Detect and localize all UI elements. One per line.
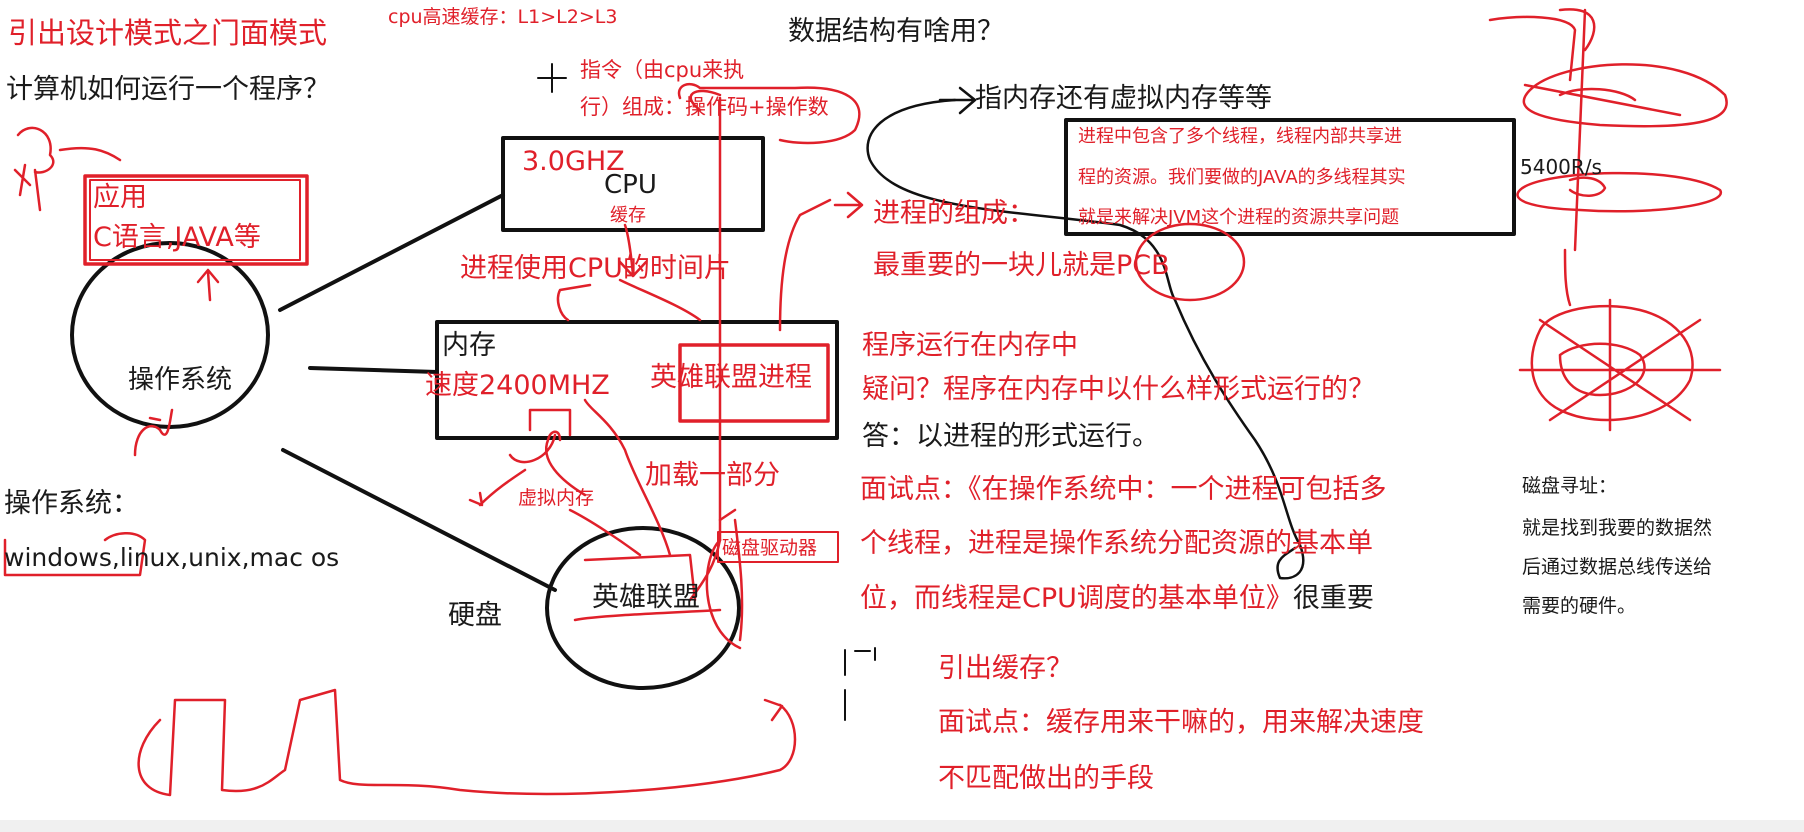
cpu-cache-order-note: cpu高速缓存：L1>L2>L3	[388, 6, 618, 28]
load-part-label: 加载一部分	[645, 460, 780, 491]
disk-inner-label: 英雄联盟	[592, 582, 700, 613]
disk-speed-label: 5400R/s	[1520, 155, 1602, 179]
interview-point-line3: 位，而线程是CPU调度的基本单位》很重要	[860, 583, 1374, 615]
interview-point-emphasis: 很重要	[1292, 583, 1374, 614]
memory-label: 内存	[442, 330, 496, 361]
question-how-computer-runs: 计算机如何运行一个程序？	[6, 74, 330, 105]
process-composition-pcb: 最重要的一块儿就是PCB	[873, 250, 1170, 281]
cache-section-line1: 面试点：缓存用来干嘛的，用来解决速度	[938, 707, 1424, 738]
interview-point-line3-text: 位，而线程是CPU调度的基本单位》	[860, 583, 1293, 614]
connector-lines	[278, 193, 557, 592]
bottom-strip	[0, 820, 1804, 832]
black-arrow-path	[866, 86, 1305, 580]
process-box-line3: 就是来解决JVM这个进程的资源共享问题	[1078, 207, 1400, 228]
cache-section-line2: 不匹配做出的手段	[938, 763, 1154, 794]
instruction-note-highlight: 操作码+操作数	[685, 95, 829, 119]
page-title: 引出设计模式之门面模式	[8, 16, 328, 50]
memory-includes-virtual-note: 指内存还有虚拟内存等等	[975, 83, 1272, 114]
process-timeslice-label: 进程使用CPU的时间片	[460, 253, 731, 284]
program-run-question: 疑问？程序在内存中以什么样形式运行的？	[862, 374, 1375, 405]
question-data-structure: 数据结构有啥用？	[788, 16, 1004, 47]
game-process-label: 英雄联盟进程	[650, 362, 812, 393]
program-run-answer: 答：以进程的形式运行。	[862, 421, 1159, 452]
interview-point-line2: 个线程，进程是操作系统分配资源的基本单	[860, 528, 1373, 559]
interview-point-line1: 面试点：《在操作系统中：一个进程可包括多	[860, 474, 1387, 505]
memory-box	[435, 320, 839, 440]
disk-driver-label: 磁盘驱动器	[722, 537, 818, 559]
disk-addressing-line2: 后通过数据总线传送给	[1522, 556, 1713, 578]
disk-addressing-title: 磁盘寻址：	[1522, 475, 1618, 497]
os-list: windows,linux,unix,mac os	[4, 543, 340, 572]
instruction-note-prefix: 行）组成：	[580, 95, 685, 119]
os-node	[70, 241, 270, 429]
process-composition-title: 进程的组成：	[873, 198, 1035, 229]
cpu-box	[501, 136, 765, 232]
cache-section-title: 引出缓存？	[938, 653, 1073, 684]
disk-addressing-line1: 就是找到我要的数据然	[1522, 517, 1713, 539]
cpu-frequency: 3.0GHZ	[522, 146, 625, 177]
program-runs-in-memory: 程序运行在内存中	[862, 330, 1078, 361]
virtual-memory-label: 虚拟内存	[518, 487, 595, 509]
process-box-line1: 进程中包含了多个线程，线程内部共享进	[1078, 126, 1402, 147]
os-node-label: 操作系统	[128, 365, 233, 395]
disk-label: 硬盘	[448, 600, 502, 631]
process-box	[1064, 118, 1516, 236]
app-box-label: 应用	[93, 182, 147, 213]
app-box-languages: C语言,JAVA等	[93, 222, 261, 253]
instruction-note-line2: 行）组成：操作码+操作数	[580, 95, 829, 120]
memory-speed: 速度2400MHZ	[425, 370, 610, 401]
process-box-line2: 程的资源。我们要做的JAVA的多线程其实	[1078, 167, 1406, 188]
cpu-cache-label: 缓存	[610, 205, 646, 226]
instruction-note-line1: 指令（由cpu来执	[580, 58, 745, 82]
black-tick-marks	[537, 63, 876, 721]
disk-addressing-line3: 需要的硬件。	[1522, 595, 1637, 617]
os-list-title: 操作系统：	[4, 488, 139, 519]
cpu-label: CPU	[604, 170, 657, 200]
disk-node	[545, 526, 741, 690]
red-annotations	[3, 8, 1728, 797]
